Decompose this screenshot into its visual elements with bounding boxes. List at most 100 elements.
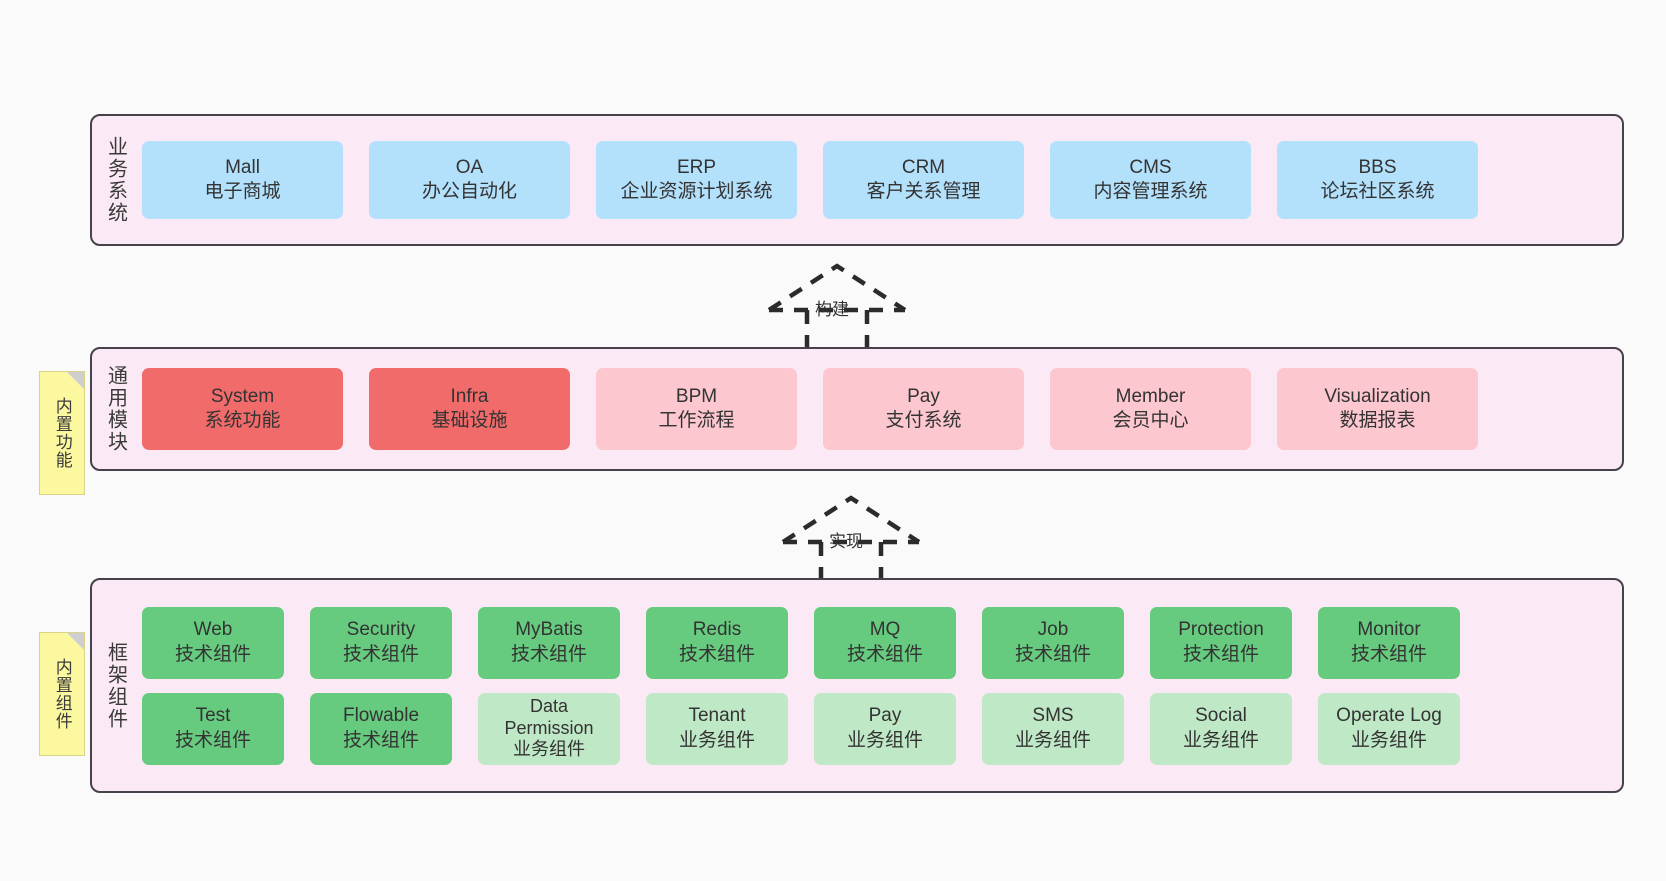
node-title: Protection — [1178, 619, 1264, 641]
node-flowable[interactable]: Flowable 技术组件 — [310, 692, 452, 765]
node-title: Tenant — [688, 705, 746, 727]
node-system[interactable]: System 系统功能 — [142, 368, 343, 450]
node-test[interactable]: Test 技术组件 — [142, 692, 284, 765]
node-subtitle: 业务组件 — [1350, 729, 1427, 751]
node-subtitle: 论坛社区系统 — [1320, 181, 1435, 202]
layer-business-body: Mall 电子商城 OA 办公自动化 ERP 企业资源计划系统 CRM 客户关系… — [138, 116, 1622, 244]
node-subtitle: 技术组件 — [1014, 643, 1091, 665]
layer-framework-title: 框架组件 — [104, 641, 127, 730]
framework-tech-row: Web 技术组件 Security 技术组件 MyBatis 技术组件 Redi… — [142, 606, 1608, 679]
node-sms[interactable]: SMS 业务组件 — [982, 692, 1124, 765]
layer-module-body: System 系统功能 Infra 基础设施 BPM 工作流程 Pay 支付系统… — [138, 349, 1622, 469]
node-bbs[interactable]: BBS 论坛社区系统 — [1277, 141, 1478, 219]
layer-common-module: 通用模块 System 系统功能 Infra 基础设施 BPM 工作流程 Pay… — [90, 347, 1624, 471]
dashed-generalization-arrow-icon — [767, 263, 907, 348]
node-redis[interactable]: Redis 技术组件 — [646, 606, 788, 679]
node-subtitle: 工作流程 — [658, 410, 735, 431]
node-title: CRM — [901, 156, 946, 178]
node-tenant[interactable]: Tenant 业务组件 — [646, 692, 788, 765]
node-security[interactable]: Security 技术组件 — [310, 606, 452, 679]
node-title: Pay — [868, 705, 902, 727]
node-bpm[interactable]: BPM 工作流程 — [596, 368, 797, 450]
node-subtitle: 技术组件 — [174, 643, 251, 665]
business-node-row: Mall 电子商城 OA 办公自动化 ERP 企业资源计划系统 CRM 客户关系… — [142, 141, 1608, 219]
node-subtitle: 内容管理系统 — [1093, 181, 1208, 202]
node-subtitle: 技术组件 — [678, 643, 755, 665]
node-web[interactable]: Web 技术组件 — [142, 606, 284, 679]
layer-business-system: 业务系统 Mall 电子商城 OA 办公自动化 ERP 企业资源计划系统 CRM… — [90, 114, 1624, 246]
node-erp[interactable]: ERP 企业资源计划系统 — [596, 141, 797, 219]
note-label: 内置功能 — [52, 397, 72, 469]
node-job[interactable]: Job 技术组件 — [982, 606, 1124, 679]
note-builtin-component: 内置组件 — [39, 632, 85, 756]
node-title: Job — [1037, 619, 1069, 641]
connector-build: 构建 — [757, 258, 917, 350]
node-title: Web — [193, 619, 233, 641]
node-operate-log[interactable]: Operate Log 业务组件 — [1318, 692, 1460, 765]
node-subtitle: 业务组件 — [678, 729, 755, 751]
node-mq[interactable]: MQ 技术组件 — [814, 606, 956, 679]
node-subtitle: 基础设施 — [431, 410, 508, 431]
note-fold-icon — [67, 633, 84, 650]
node-mall[interactable]: Mall 电子商城 — [142, 141, 343, 219]
node-subtitle: 电子商城 — [204, 181, 281, 202]
node-title: Redis — [692, 619, 742, 641]
node-title: ERP — [676, 156, 717, 178]
node-title: Social — [1195, 705, 1247, 727]
node-title: MQ — [869, 619, 901, 641]
connector-implement-label: 实现 — [829, 532, 863, 551]
node-monitor[interactable]: Monitor 技术组件 — [1318, 606, 1460, 679]
node-oa[interactable]: OA 办公自动化 — [369, 141, 570, 219]
node-subtitle: 支付系统 — [885, 410, 962, 431]
node-title: Visualization — [1324, 385, 1431, 407]
node-subtitle: 业务组件 — [1014, 729, 1091, 751]
node-social[interactable]: Social 业务组件 — [1150, 692, 1292, 765]
layer-framework-body: Web 技术组件 Security 技术组件 MyBatis 技术组件 Redi… — [138, 580, 1622, 791]
node-subtitle: 技术组件 — [846, 643, 923, 665]
node-member[interactable]: Member 会员中心 — [1050, 368, 1251, 450]
layer-framework-component: 框架组件 Web 技术组件 Security 技术组件 MyBatis 技术组件… — [90, 578, 1624, 793]
framework-business-row: Test 技术组件 Flowable 技术组件 Data Permission … — [142, 692, 1608, 765]
node-pay-component[interactable]: Pay 业务组件 — [814, 692, 956, 765]
node-data-permission[interactable]: Data Permission 业务组件 — [478, 692, 620, 765]
node-cms[interactable]: CMS 内容管理系统 — [1050, 141, 1251, 219]
node-title: Pay — [907, 385, 940, 407]
note-builtin-function: 内置功能 — [39, 371, 85, 495]
node-title: MyBatis — [515, 619, 583, 641]
node-title: Member — [1115, 385, 1186, 407]
node-subtitle: 业务组件 — [846, 729, 923, 751]
note-label: 内置组件 — [52, 658, 72, 730]
node-crm[interactable]: CRM 客户关系管理 — [823, 141, 1024, 219]
dashed-generalization-arrow-icon — [781, 495, 921, 580]
node-subtitle: 企业资源计划系统 — [620, 181, 773, 202]
node-visualization[interactable]: Visualization 数据报表 — [1277, 368, 1478, 450]
node-title: BBS — [1358, 156, 1397, 178]
node-title: Data Permission — [504, 695, 594, 738]
node-title: OA — [455, 156, 484, 178]
node-title: SMS — [1032, 705, 1074, 727]
node-title: System — [210, 385, 275, 407]
node-subtitle: 技术组件 — [1350, 643, 1427, 665]
module-node-row: System 系统功能 Infra 基础设施 BPM 工作流程 Pay 支付系统… — [142, 368, 1608, 450]
node-title: CMS — [1129, 156, 1172, 178]
node-subtitle: 业务组件 — [513, 739, 585, 760]
connector-build-label: 构建 — [815, 300, 849, 319]
node-subtitle: 技术组件 — [342, 643, 419, 665]
layer-module-title: 通用模块 — [104, 365, 127, 453]
node-mybatis[interactable]: MyBatis 技术组件 — [478, 606, 620, 679]
node-subtitle: 系统功能 — [204, 410, 281, 431]
node-infra[interactable]: Infra 基础设施 — [369, 368, 570, 450]
note-fold-icon — [67, 372, 84, 389]
node-subtitle: 技术组件 — [510, 643, 587, 665]
node-pay-module[interactable]: Pay 支付系统 — [823, 368, 1024, 450]
node-title: Security — [346, 619, 416, 641]
node-subtitle: 技术组件 — [1182, 643, 1259, 665]
node-subtitle: 客户关系管理 — [866, 181, 981, 202]
node-title: Monitor — [1357, 619, 1421, 641]
node-protection[interactable]: Protection 技术组件 — [1150, 606, 1292, 679]
node-title: Test — [195, 705, 231, 727]
node-subtitle: 技术组件 — [174, 729, 251, 751]
node-subtitle: 业务组件 — [1182, 729, 1259, 751]
node-title: Mall — [225, 156, 260, 178]
